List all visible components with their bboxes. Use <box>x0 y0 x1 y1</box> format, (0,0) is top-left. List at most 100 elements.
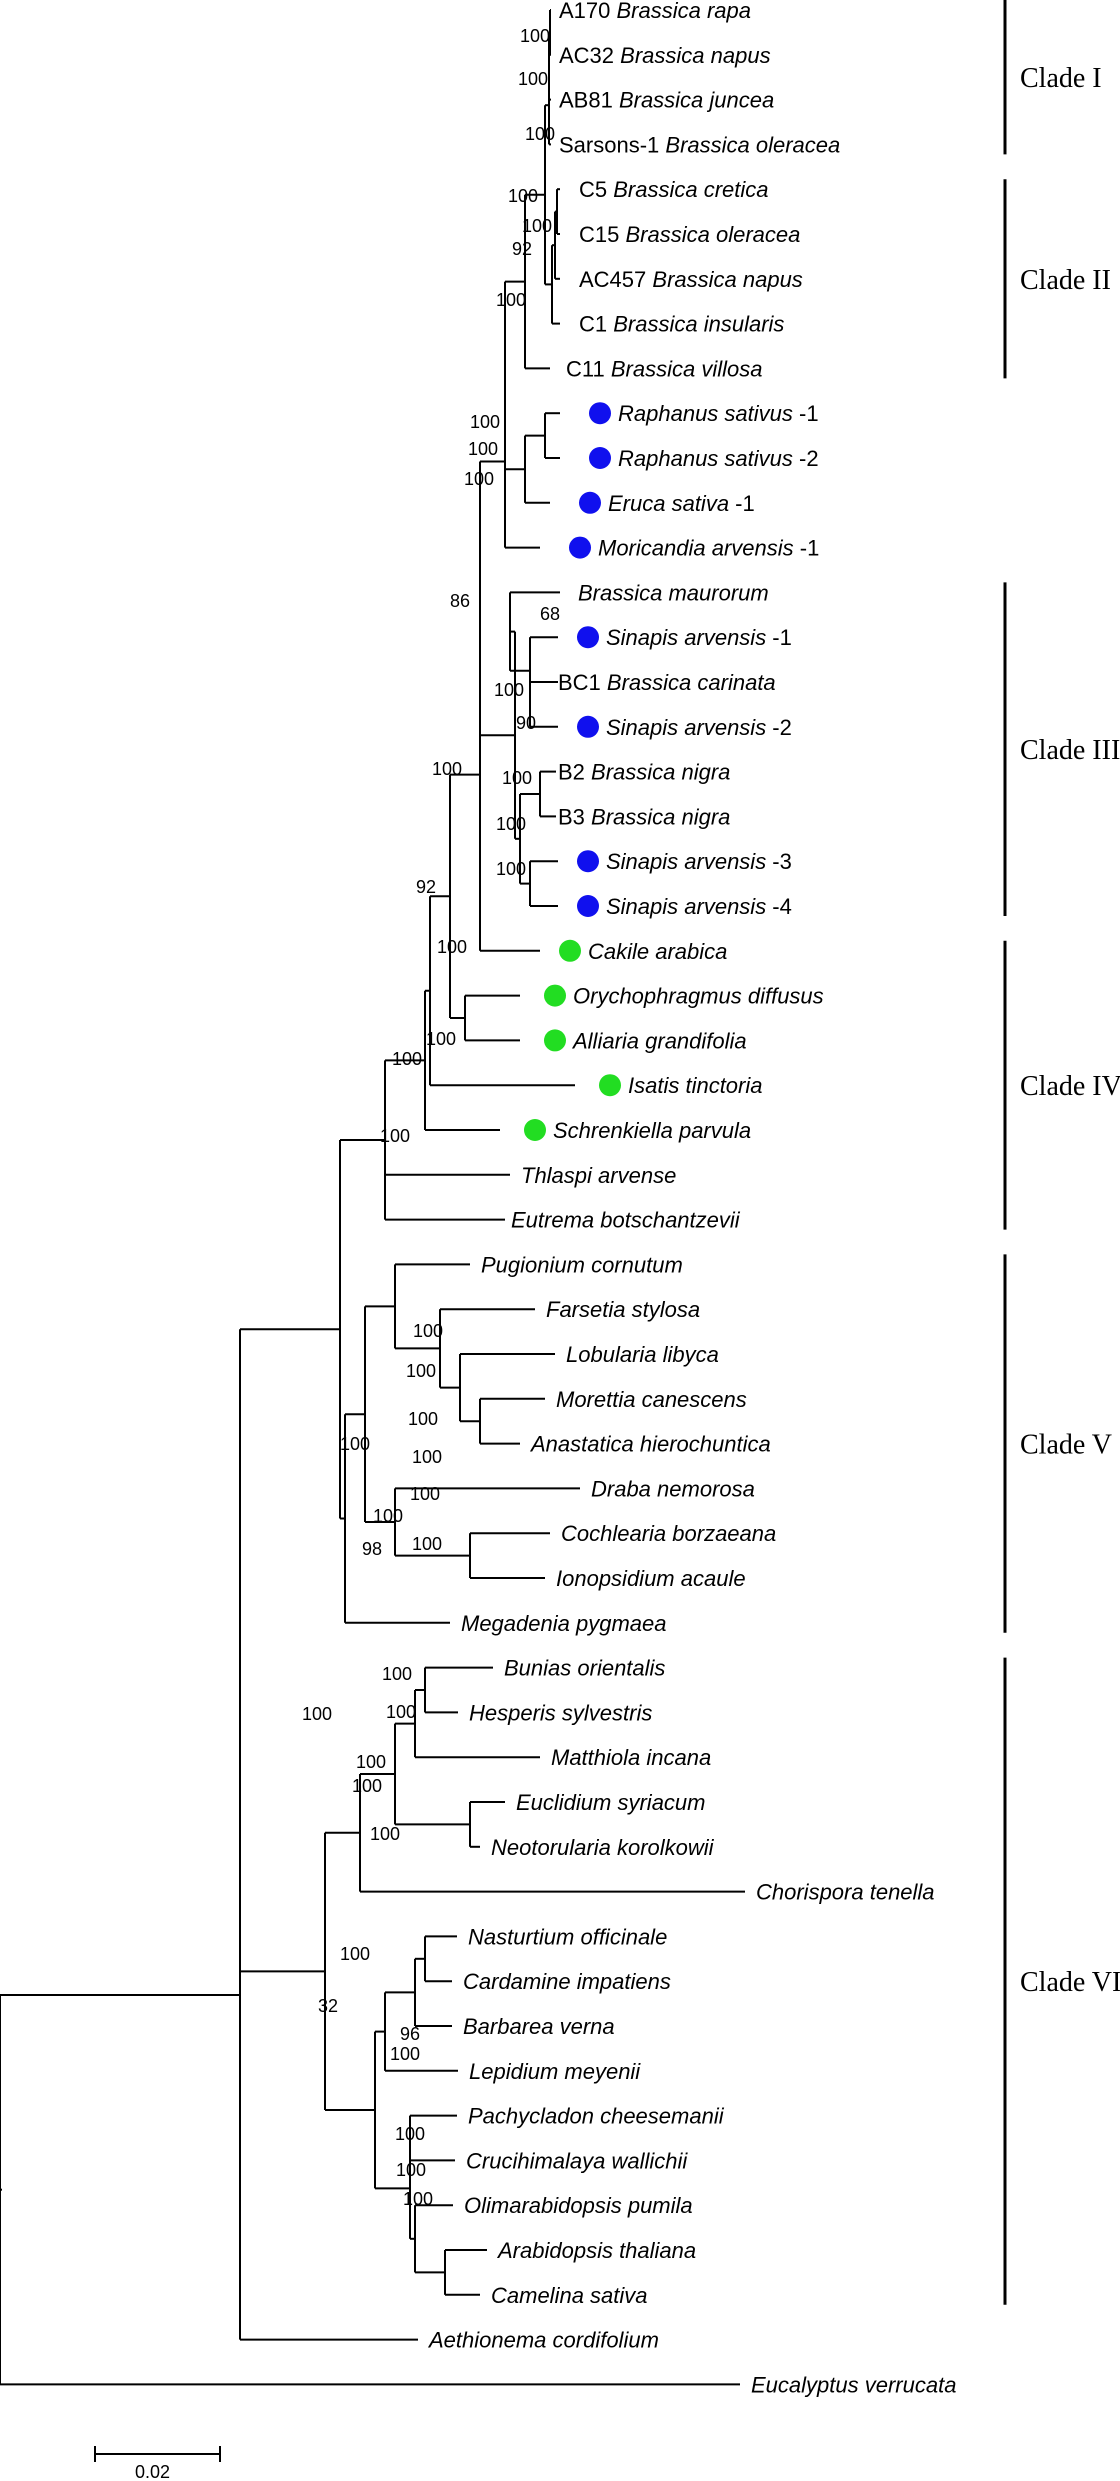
support-value: 92 <box>416 877 436 897</box>
tip-label: Lobularia libyca <box>566 1342 719 1367</box>
tip-species: Brassica nigra <box>591 760 730 785</box>
support-value: 32 <box>318 1996 338 2016</box>
support-value: 100 <box>518 69 548 89</box>
tip-species: Anastatica hierochuntica <box>529 1432 771 1457</box>
tip-label: Cardamine impatiens <box>463 1969 671 1994</box>
tip-label: Euclidium syriacum <box>516 1790 706 1815</box>
tip-species: Aethionema cordifolium <box>427 2328 659 2353</box>
tip-label: C15 Brassica oleracea <box>579 222 800 247</box>
tip-marker-blue <box>579 491 601 514</box>
tip-species: Brassica villosa <box>611 356 763 381</box>
tip-label: Anastatica hierochuntica <box>529 1432 771 1457</box>
tip-label: BC1 Brassica carinata <box>558 670 776 695</box>
tip-label: Alliaria grandifolia <box>571 1028 747 1053</box>
tip-species: Cochlearia borzaeana <box>561 1521 776 1546</box>
tip-species: Brassica oleracea <box>665 132 840 157</box>
tip-label: Arabidopsis thaliana <box>496 2238 696 2263</box>
tip-markers <box>524 402 621 1141</box>
tip-label: Isatis tinctoria <box>628 1073 763 1098</box>
tip-species: Brassica oleracea <box>625 222 800 247</box>
tip-suffix: -1 <box>766 625 792 650</box>
tip-label: Camelina sativa <box>491 2283 648 2308</box>
tip-code: C11 <box>566 356 611 381</box>
tip-species: Schrenkiella parvula <box>553 1118 751 1143</box>
tip-species: Camelina sativa <box>491 2283 648 2308</box>
tip-label: C1 Brassica insularis <box>579 312 784 337</box>
tip-marker-green <box>544 1029 566 1052</box>
tip-label: Farsetia stylosa <box>546 1297 700 1322</box>
tip-species: Raphanus sativus <box>618 401 793 426</box>
tip-label: Neotorularia korolkowii <box>491 1835 715 1860</box>
support-value: 100 <box>352 1776 382 1796</box>
clade-label: Clade VI <box>1020 1967 1120 1998</box>
tip-code: C5 <box>579 177 613 202</box>
support-value: 100 <box>373 1506 403 1526</box>
tip-species: Matthiola incana <box>551 1745 711 1770</box>
tip-label: Matthiola incana <box>551 1745 711 1770</box>
tree-branches <box>0 9 745 2386</box>
tip-label: Aethionema cordifolium <box>427 2328 659 2353</box>
clade-label: Clade III <box>1020 735 1120 766</box>
tip-label: Ionopsidium acaule <box>556 1566 746 1591</box>
tip-label: Orychophragmus diffusus <box>573 984 824 1009</box>
support-value: 100 <box>356 1752 386 1772</box>
tip-label: C5 Brassica cretica <box>579 177 769 202</box>
tip-label: Sinapis arvensis -4 <box>606 894 792 919</box>
tip-label: Chorispora tenella <box>756 1880 935 1905</box>
tip-label: Sinapis arvensis -1 <box>606 625 792 650</box>
tip-suffix: -2 <box>793 446 819 471</box>
tip-label: Brassica maurorum <box>578 580 769 605</box>
tip-label: Crucihimalaya wallichii <box>466 2148 688 2173</box>
support-value: 100 <box>340 1434 370 1454</box>
tip-species: Farsetia stylosa <box>546 1297 700 1322</box>
tip-species: Olimarabidopsis pumila <box>464 2193 693 2218</box>
tip-label: Cochlearia borzaeana <box>561 1521 776 1546</box>
support-value: 100 <box>496 859 526 879</box>
tip-label: Eucalyptus verrucata <box>751 2372 956 2397</box>
support-value: 100 <box>410 1484 440 1504</box>
tip-label: Bunias orientalis <box>504 1656 665 1681</box>
tip-label: AC32 Brassica napus <box>559 43 771 68</box>
tip-code: AC32 <box>559 43 620 68</box>
support-value: 100 <box>380 1126 410 1146</box>
clade-label: Clade I <box>1020 63 1102 94</box>
support-value: 100 <box>470 412 500 432</box>
tip-species: Pachycladon cheesemanii <box>468 2104 725 2129</box>
tip-marker-blue <box>589 402 611 425</box>
support-value: 100 <box>412 1534 442 1554</box>
tip-marker-blue <box>577 850 599 873</box>
support-value: 100 <box>386 1702 416 1722</box>
tip-species: Cardamine impatiens <box>463 1969 671 1994</box>
support-value: 92 <box>512 239 532 259</box>
tip-marker-blue <box>577 626 599 649</box>
tip-label: Sinapis arvensis -2 <box>606 715 792 740</box>
tip-species: Eutrema botschantzevii <box>511 1208 741 1233</box>
clade-label: Clade II <box>1020 265 1111 296</box>
support-value: 100 <box>525 124 555 144</box>
tip-label: Hesperis sylvestris <box>469 1700 652 1725</box>
support-value: 100 <box>370 1824 400 1844</box>
tip-species: Alliaria grandifolia <box>571 1028 747 1053</box>
tip-species: Isatis tinctoria <box>628 1073 763 1098</box>
tip-label: Moricandia arvensis -1 <box>598 536 819 561</box>
support-value: 100 <box>408 1409 438 1429</box>
tip-marker-green <box>524 1119 546 1141</box>
tip-species: Thlaspi arvense <box>521 1163 676 1188</box>
tip-species: Raphanus sativus <box>618 446 793 471</box>
tip-species: Lepidium meyenii <box>469 2059 641 2084</box>
tip-label: Pugionium cornutum <box>481 1252 683 1277</box>
support-value: 100 <box>392 1049 422 1069</box>
support-value: 100 <box>496 290 526 310</box>
support-value: 90 <box>516 713 536 733</box>
tip-species: Morettia canescens <box>556 1387 747 1412</box>
tip-marker-blue <box>589 447 611 469</box>
tip-suffix: -1 <box>729 491 755 516</box>
tip-suffix: -1 <box>793 401 819 426</box>
tip-species: Bunias orientalis <box>504 1656 665 1681</box>
tip-code: Sarsons-1 <box>559 132 665 157</box>
tip-label: Pachycladon cheesemanii <box>468 2104 725 2129</box>
support-value: 100 <box>522 216 552 236</box>
